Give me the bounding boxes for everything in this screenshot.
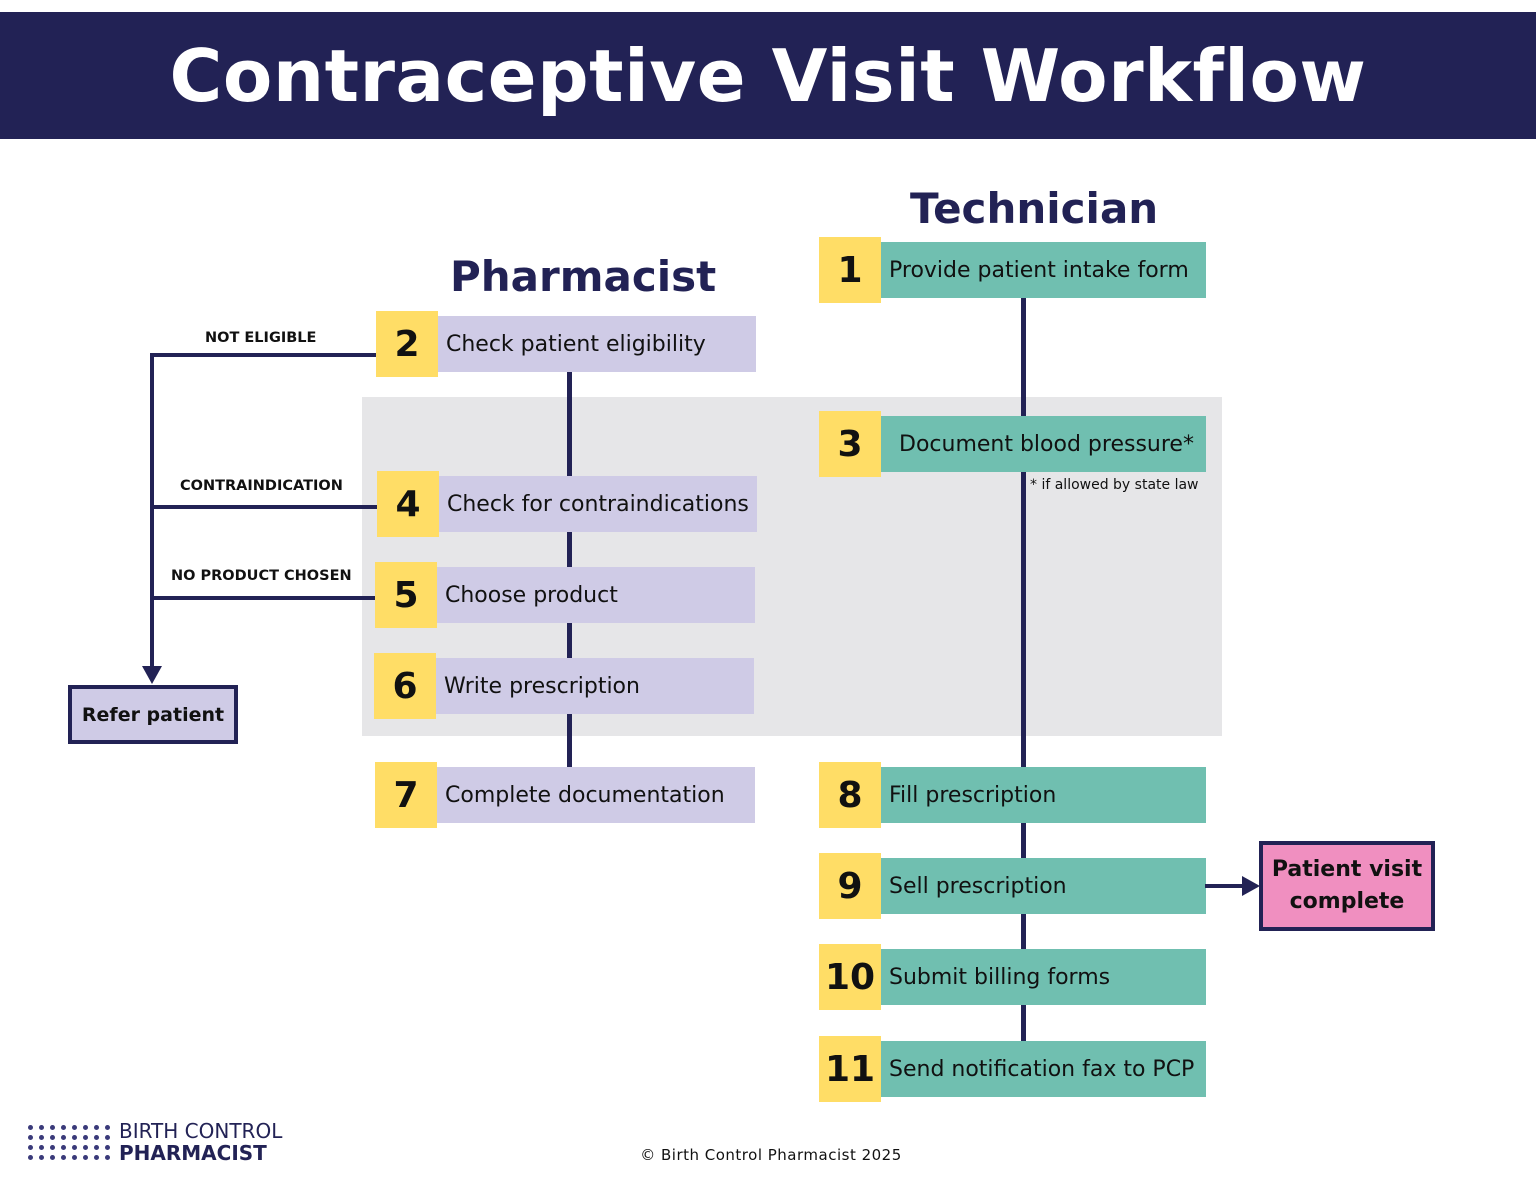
step-10-billing-forms: 10 Submit billing forms (819, 944, 1206, 1010)
complete-arrow-line (1205, 884, 1245, 888)
page-title: Contraceptive Visit Workflow (169, 33, 1367, 118)
logo-line2: PHARMACIST (119, 1141, 267, 1165)
not-eligible-label: NOT ELIGIBLE (205, 330, 317, 346)
step-number: 6 (374, 653, 436, 719)
not-eligible-branch-line (150, 353, 378, 357)
step-11-notification-fax: 11 Send notification fax to PCP (819, 1036, 1206, 1102)
step-9-sell-prescription: 9 Sell prescription (819, 853, 1206, 919)
step-number: 1 (819, 237, 881, 303)
step-number: 10 (819, 944, 881, 1010)
no-product-label: NO PRODUCT CHOSEN (171, 568, 352, 584)
step-label: Send notification fax to PCP (881, 1041, 1206, 1097)
contraindication-label: CONTRAINDICATION (180, 478, 343, 494)
step-4-check-contraindications: 4 Check for contraindications (377, 471, 757, 537)
step-label: Check patient eligibility (438, 316, 756, 372)
step-label: Sell prescription (881, 858, 1206, 914)
step-5-choose-product: 5 Choose product (375, 562, 755, 628)
logo-line1: BIRTH CONTROL (119, 1119, 283, 1143)
step-number: 7 (375, 762, 437, 828)
refer-patient-label: Refer patient (81, 703, 225, 726)
step-number: 3 (819, 411, 881, 477)
copyright-notice: © Birth Control Pharmacist 2025 (640, 1146, 902, 1164)
title-banner: Contraceptive Visit Workflow (0, 12, 1536, 139)
visit-complete-box: Patient visit complete (1259, 841, 1435, 931)
refer-vertical-line (150, 353, 154, 673)
step-number: 4 (377, 471, 439, 537)
brand-logo: BIRTH CONTROL PHARMACIST (28, 1120, 282, 1164)
visit-complete-line1: Patient visit (1271, 857, 1423, 882)
contraindication-branch-line (150, 505, 378, 509)
step-label: Submit billing forms (881, 949, 1206, 1005)
step-number: 8 (819, 762, 881, 828)
step-1-intake-form: 1 Provide patient intake form (819, 237, 1206, 303)
no-product-branch-line (150, 596, 378, 600)
refer-patient-box: Refer patient (68, 685, 238, 744)
step-number: 5 (375, 562, 437, 628)
step-number: 11 (819, 1036, 881, 1102)
step-label: Choose product (437, 567, 755, 623)
step-number: 2 (376, 311, 438, 377)
step-6-write-prescription: 6 Write prescription (374, 653, 754, 719)
technician-column-title: Technician (910, 184, 1159, 233)
complete-arrowhead-icon (1242, 876, 1260, 896)
step-label: Check for contraindications (439, 476, 757, 532)
step-label: Document blood pressure* (881, 416, 1206, 472)
pharmacist-column-title: Pharmacist (450, 252, 717, 301)
visit-complete-line2: complete (1289, 889, 1405, 914)
step-number: 9 (819, 853, 881, 919)
state-law-footnote: * if allowed by state law (1030, 477, 1199, 493)
step-label: Provide patient intake form (881, 242, 1206, 298)
technician-flow-line (1021, 297, 1026, 1045)
step-3-blood-pressure: 3 Document blood pressure* (819, 411, 1206, 477)
step-7-complete-documentation: 7 Complete documentation (375, 762, 755, 828)
step-label: Complete documentation (437, 767, 755, 823)
step-label: Fill prescription (881, 767, 1206, 823)
refer-arrowhead-icon (142, 666, 162, 684)
step-2-check-eligibility: 2 Check patient eligibility (376, 311, 756, 377)
logo-dots-icon (28, 1124, 111, 1160)
step-8-fill-prescription: 8 Fill prescription (819, 762, 1206, 828)
step-label: Write prescription (436, 658, 754, 714)
